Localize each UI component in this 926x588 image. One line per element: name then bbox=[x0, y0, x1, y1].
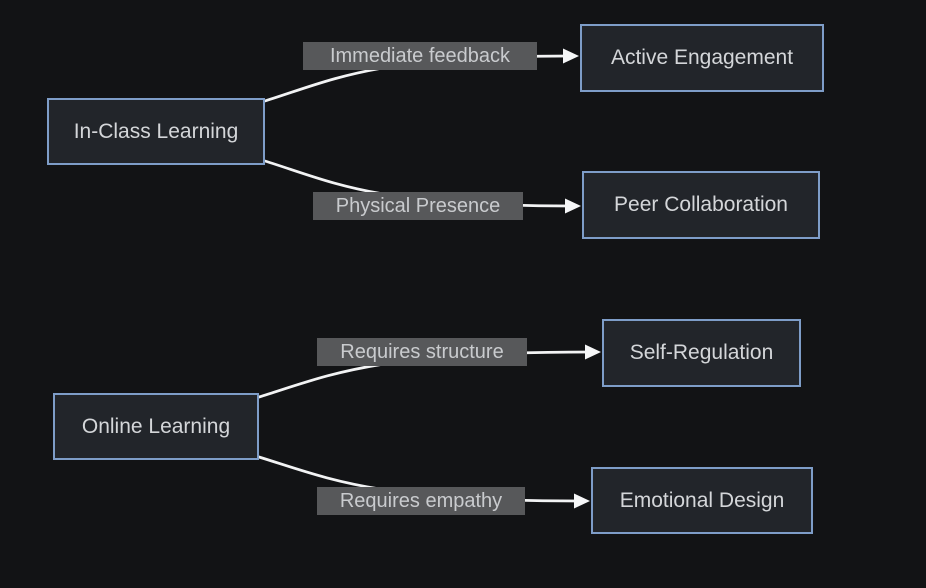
arrowhead-icon bbox=[563, 48, 579, 64]
edge-label-physical-presence: Physical Presence bbox=[313, 192, 523, 220]
node-self-regulation: Self-Regulation bbox=[602, 319, 801, 387]
node-in-class-learning: In-Class Learning bbox=[47, 98, 265, 165]
arrowhead-icon bbox=[565, 198, 581, 214]
node-emotional-design: Emotional Design bbox=[591, 467, 813, 534]
edge-label-immediate-feedback: Immediate feedback bbox=[303, 42, 537, 70]
node-peer-collaboration: Peer Collaboration bbox=[582, 171, 820, 239]
edge-label-requires-empathy: Requires empathy bbox=[317, 487, 525, 515]
edge-label-requires-structure: Requires structure bbox=[317, 338, 527, 366]
arrowhead-icon bbox=[574, 493, 590, 509]
node-active-engagement: Active Engagement bbox=[580, 24, 824, 92]
arrowhead-icon bbox=[585, 344, 601, 360]
node-online-learning: Online Learning bbox=[53, 393, 259, 460]
